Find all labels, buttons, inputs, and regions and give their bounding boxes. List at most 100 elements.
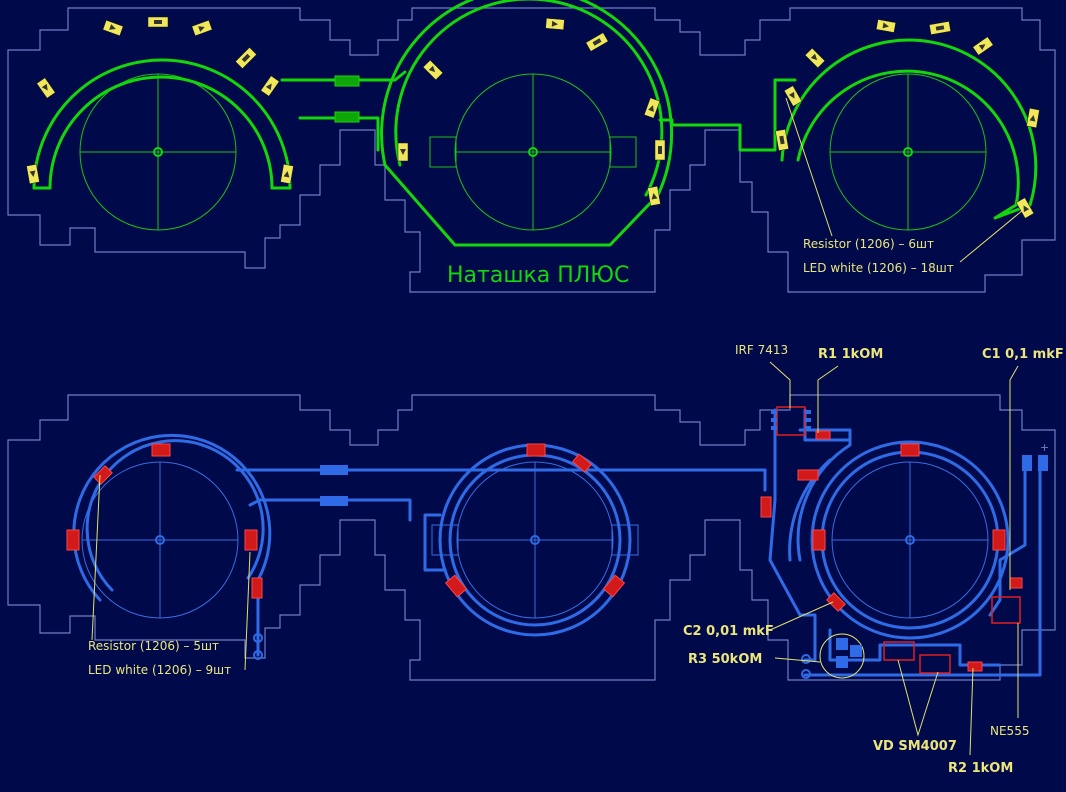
control-trace-3 (988, 468, 1027, 617)
r2-label: R2 1kOM (948, 761, 1013, 776)
top-right-trace-end (993, 203, 1032, 220)
c2-pad-2 (836, 656, 848, 668)
smd-led (972, 36, 994, 56)
bottom-center-center (530, 535, 540, 545)
bottom-jumper-1 (320, 465, 348, 475)
bottom-led-leader (244, 551, 251, 671)
top-board: Resistor (1206) – 6шт LED white (1206) –… (7, 0, 1056, 293)
bottom-center-tab-left (431, 524, 459, 556)
smd-led (643, 97, 661, 119)
bottom-center-trace-left (423, 513, 447, 572)
smd-led (545, 17, 565, 31)
led-pad (992, 529, 1006, 551)
power-pad-plus (1038, 455, 1048, 471)
top-resistor-leader (785, 97, 833, 237)
ne555-capacitor (1009, 577, 1023, 589)
c2-label: C2 0,01 mkF (683, 624, 774, 639)
top-connector-trace-lower (298, 116, 380, 152)
irf-label: IRF 7413 (735, 343, 788, 357)
top-smd-components (26, 16, 1040, 219)
led-pad (151, 443, 171, 457)
led-pad (526, 443, 546, 457)
led-pad (900, 443, 920, 457)
board-title: Наташка ПЛЮС (447, 263, 629, 288)
smd-resistor (654, 139, 666, 161)
bottom-left-via-1 (253, 633, 263, 643)
top-connector-trace-upper (280, 70, 407, 82)
c1-label: C1 0,1 mkF (982, 347, 1064, 362)
smd-led (191, 19, 213, 37)
c2-leader (769, 601, 834, 631)
led-pad (602, 574, 626, 598)
smd-led (36, 77, 56, 99)
bottom-left-center (155, 535, 165, 545)
r3-leader (774, 657, 821, 663)
r3-label: R3 50kOM (688, 652, 762, 667)
resistor-pad (251, 577, 263, 599)
bottom-left-via-2 (253, 650, 263, 660)
bottom-board-outline (7, 394, 1056, 681)
c2-highlight-circle (819, 633, 865, 679)
smd-led (26, 163, 40, 185)
led-pad (812, 529, 826, 551)
smd-diode-vertical (760, 496, 772, 518)
resistor-pad (93, 465, 113, 485)
resistor-pad (571, 453, 593, 473)
vd-leader (897, 659, 939, 737)
bottom-left-trace-outer (72, 433, 272, 602)
smd-led (647, 185, 661, 207)
smd-led (875, 19, 897, 33)
smd-resistor (147, 16, 169, 28)
bottom-left-trace-inner (85, 439, 265, 592)
bottom-board: + (7, 343, 1064, 776)
r1-resistor (815, 430, 831, 440)
smd-led (804, 47, 826, 69)
bottom-connector-trace-lower (248, 498, 412, 522)
bottom-resistor-label: Resistor (1206) – 5шт (88, 639, 219, 653)
bottom-jumper-2 (320, 496, 348, 506)
smd-led (397, 142, 409, 162)
top-center-trace-bottom (383, 163, 660, 247)
top-center-tab-left (429, 136, 457, 168)
r1-label: R1 1kOM (818, 347, 883, 362)
led-pad (244, 529, 258, 551)
bottom-connector-trace-upper (235, 468, 767, 492)
bottom-led-label: LED white (1206) – 9шт (88, 663, 231, 677)
r1-leader (817, 365, 839, 433)
top-left-center (153, 147, 163, 157)
top-resistor-label: Resistor (1206) – 6шт (803, 237, 934, 251)
r2-resistor (967, 661, 983, 672)
smd-led (260, 75, 280, 97)
bottom-resistor-leader (91, 474, 101, 641)
top-center-trace-outer (380, 0, 674, 197)
c1-capacitor (797, 469, 819, 481)
bottom-red-components (66, 406, 1023, 674)
led-pad (444, 574, 468, 598)
smd-resistor (585, 32, 609, 52)
control-via-1 (801, 654, 811, 664)
top-center-trace-inner (394, 0, 664, 197)
top-left-trace-outer (32, 58, 292, 190)
top-jumper-1 (334, 75, 360, 87)
control-trace-4 (828, 628, 1002, 667)
smd-led (783, 85, 803, 107)
top-center-center (528, 147, 538, 157)
bottom-right-trace-outer (810, 440, 1010, 640)
top-right-center (903, 147, 913, 157)
ne555-chip (991, 596, 1021, 624)
smd-led (422, 59, 444, 81)
control-trace-2 (803, 468, 1042, 677)
vd-diode-1 (883, 641, 915, 661)
control-trace-1 (768, 408, 817, 662)
top-center-tab-right (609, 136, 637, 168)
bottom-right-trace-arc-left2 (788, 458, 832, 562)
top-jumper-2 (334, 111, 360, 123)
irf-leader (769, 361, 791, 408)
top-led-label: LED white (1206) – 18шт (803, 261, 954, 275)
top-right-trace-inner (796, 69, 1020, 207)
smd-resistor (235, 47, 257, 69)
smd-led (102, 19, 124, 37)
bottom-center-tab-right (611, 524, 639, 556)
r2-leader (969, 667, 974, 756)
